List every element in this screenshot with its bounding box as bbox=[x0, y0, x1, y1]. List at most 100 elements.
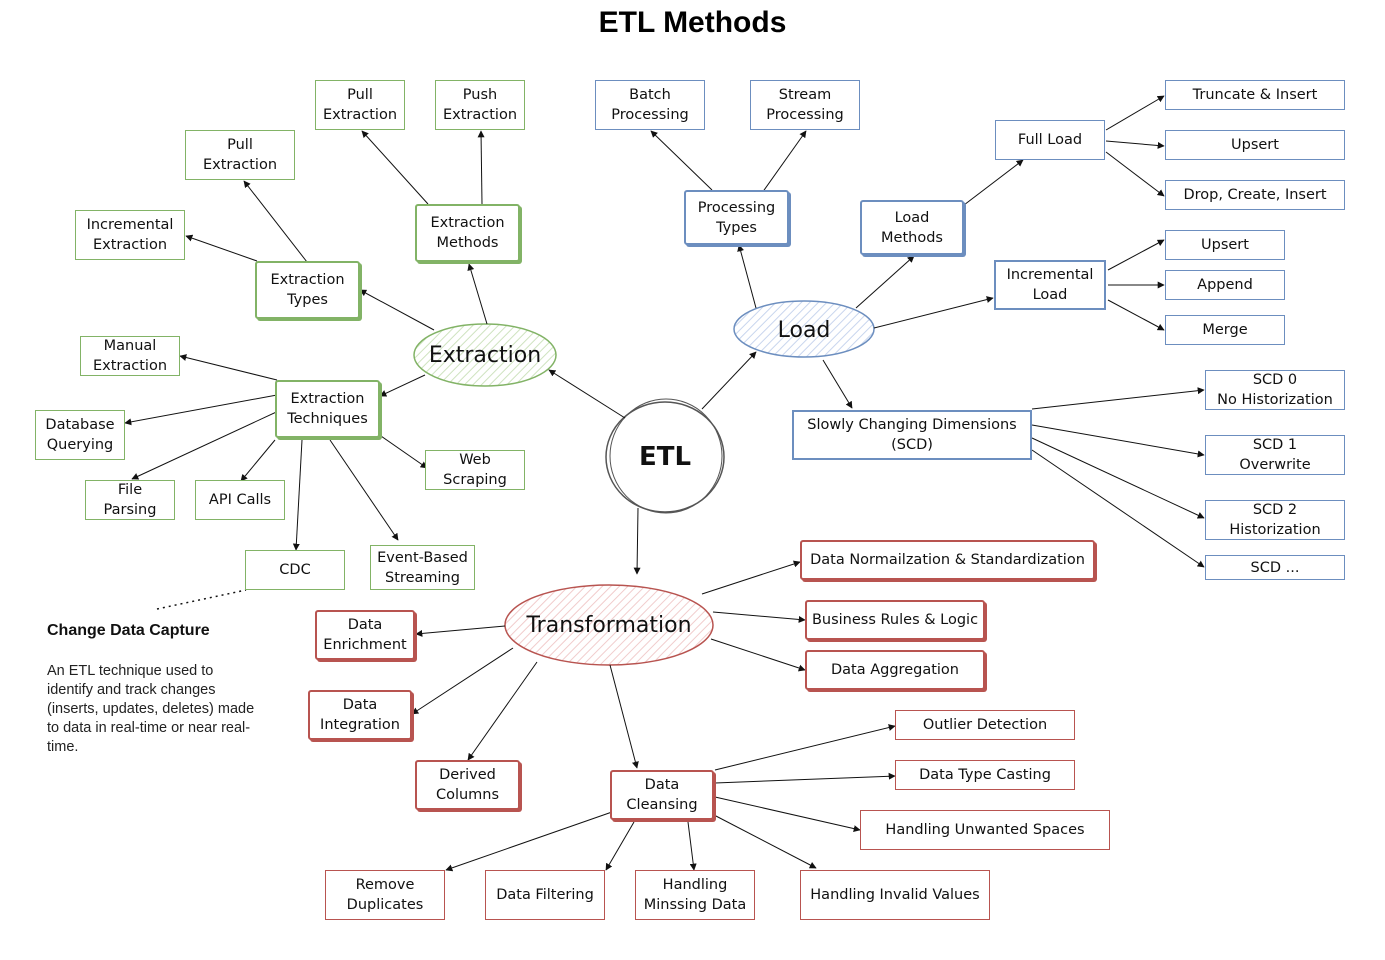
load-scd-node: Slowly Changing Dimensions (SCD) bbox=[792, 410, 1032, 460]
extraction-tech-web: Web Scraping bbox=[425, 450, 525, 490]
tr-cl-filtering: Data Filtering bbox=[485, 870, 605, 920]
arrow-tr-enrichment bbox=[415, 625, 506, 637]
arrow-tech-event bbox=[329, 439, 399, 541]
arrow-etl-extraction bbox=[548, 369, 626, 419]
extraction-methods-node: Extraction Methods bbox=[415, 204, 520, 262]
arrow-tech-web bbox=[380, 435, 428, 469]
extraction-types-incremental: Incremental Extraction bbox=[75, 210, 185, 260]
extraction-methods-pull: Pull Extraction bbox=[315, 80, 405, 130]
arrow-cl-outlier bbox=[714, 724, 896, 771]
load-scd-1: SCD 1 Overwrite bbox=[1205, 435, 1345, 475]
tr-cl-casting: Data Type Casting bbox=[895, 760, 1075, 790]
tr-cl-duplicates: Remove Duplicates bbox=[325, 870, 445, 920]
arrow-scd-2 bbox=[1031, 437, 1205, 519]
arrow-etl-load bbox=[701, 351, 757, 410]
tr-business: Business Rules & Logic bbox=[805, 600, 985, 640]
cdc-note-connector bbox=[156, 589, 247, 610]
arrow-full-drop bbox=[1105, 151, 1165, 197]
tr-cl-invalid: Handling Invalid Values bbox=[800, 870, 990, 920]
load-full-drop: Drop, Create, Insert bbox=[1165, 180, 1345, 210]
arrow-tech-file bbox=[131, 407, 286, 480]
load-processing-stream: Stream Processing bbox=[750, 80, 860, 130]
arrow-processing-batch bbox=[650, 130, 713, 191]
arrow-tr-cleansing bbox=[609, 664, 639, 769]
load-processing-node: Processing Types bbox=[684, 190, 789, 245]
load-scd-0: SCD 0 No Historization bbox=[1205, 370, 1345, 410]
arrow-load-incremental bbox=[873, 296, 994, 329]
extraction-tech-cdc: CDC bbox=[245, 550, 345, 590]
arrow-methods-full bbox=[963, 159, 1024, 206]
etl-center-shape bbox=[605, 401, 725, 513]
extraction-tech-database: Database Querying bbox=[35, 410, 125, 460]
arrow-extraction-methods bbox=[467, 263, 488, 325]
arrow-tech-cdc bbox=[292, 439, 303, 551]
arrow-full-upsert bbox=[1105, 140, 1165, 149]
arrow-scd-1 bbox=[1031, 424, 1205, 458]
load-hub-label: Load bbox=[777, 317, 831, 343]
load-hub-shape bbox=[733, 300, 875, 358]
load-methods-node: Load Methods bbox=[860, 200, 964, 255]
arrow-cl-spaces bbox=[714, 796, 861, 833]
cdc-note-body: An ETL technique used to identify and tr… bbox=[47, 663, 255, 755]
arrow-scd-n bbox=[1031, 449, 1205, 568]
arrow-load-scd bbox=[822, 359, 853, 409]
arrow-cl-casting bbox=[714, 772, 896, 784]
extraction-hub-label: Extraction bbox=[428, 342, 542, 368]
extraction-types-pull: Pull Extraction bbox=[185, 130, 295, 180]
load-incremental-node: Incremental Load bbox=[994, 260, 1106, 310]
arrow-cl-duplicates bbox=[445, 811, 613, 872]
extraction-types-node: Extraction Types bbox=[255, 261, 360, 319]
arrow-load-processing bbox=[737, 244, 757, 309]
arrow-tr-integration bbox=[411, 647, 514, 715]
extraction-hub-shape bbox=[413, 323, 557, 387]
arrow-extraction-types bbox=[359, 289, 435, 331]
etl-center-shape-sketch bbox=[609, 398, 723, 514]
arrow-scd-0 bbox=[1031, 387, 1205, 410]
load-processing-batch: Batch Processing bbox=[595, 80, 705, 130]
extraction-methods-push: Push Extraction bbox=[435, 80, 525, 130]
load-scd-n: SCD ... bbox=[1205, 555, 1345, 580]
arrow-extraction-techniques bbox=[379, 374, 426, 397]
arrow-tr-aggregation bbox=[710, 638, 806, 672]
tr-cl-spaces: Handling Unwanted Spaces bbox=[860, 810, 1110, 850]
tr-normalization: Data Normailzation & Standardization bbox=[800, 540, 1095, 580]
arrow-types-incremental bbox=[185, 234, 258, 262]
page-title: ETL Methods bbox=[598, 6, 787, 39]
tr-cleansing-node: Data Cleansing bbox=[610, 770, 714, 820]
arrow-methods-pull bbox=[361, 130, 429, 205]
tr-aggregation: Data Aggregation bbox=[805, 650, 985, 690]
load-inc-upsert: Upsert bbox=[1165, 230, 1285, 260]
arrow-processing-stream bbox=[756, 130, 807, 201]
tr-cl-missing: Handling Minssing Data bbox=[635, 870, 755, 920]
extraction-tech-file: File Parsing bbox=[85, 480, 175, 520]
load-full-upsert: Upsert bbox=[1165, 130, 1345, 160]
arrow-inc-upsert bbox=[1107, 239, 1165, 271]
arrow-types-pull bbox=[243, 180, 308, 263]
arrow-tr-derived bbox=[467, 661, 538, 761]
arrow-etl-transformation bbox=[633, 507, 641, 575]
load-full-truncate: Truncate & Insert bbox=[1165, 80, 1345, 110]
arrow-tech-api bbox=[240, 439, 276, 482]
transformation-hub-label: Transformation bbox=[526, 612, 692, 638]
extraction-techniques-node: Extraction Techniques bbox=[275, 380, 380, 438]
tr-cl-outlier: Outlier Detection bbox=[895, 710, 1075, 740]
arrow-inc-merge bbox=[1107, 299, 1165, 331]
tr-integration: Data Integration bbox=[308, 690, 412, 740]
transformation-hub-shape bbox=[504, 584, 714, 666]
arrow-load-methods bbox=[855, 255, 915, 309]
extraction-tech-manual: Manual Extraction bbox=[80, 336, 180, 376]
extraction-tech-event: Event-Based Streaming bbox=[370, 545, 475, 590]
cdc-note-title: Change Data Capture bbox=[47, 622, 210, 639]
load-scd-2: SCD 2 Historization bbox=[1205, 500, 1345, 540]
extraction-tech-api: API Calls bbox=[195, 480, 285, 520]
tr-derived: Derived Columns bbox=[415, 760, 520, 810]
arrow-cl-invalid bbox=[713, 814, 817, 869]
arrow-full-truncate bbox=[1105, 95, 1165, 131]
arrow-tech-database bbox=[124, 394, 278, 426]
arrow-tech-manual bbox=[179, 354, 278, 381]
arrow-tr-normalization bbox=[701, 560, 801, 595]
load-full-node: Full Load bbox=[995, 120, 1105, 160]
arrow-cl-filtering bbox=[605, 821, 635, 871]
arrow-tr-business bbox=[712, 611, 806, 623]
